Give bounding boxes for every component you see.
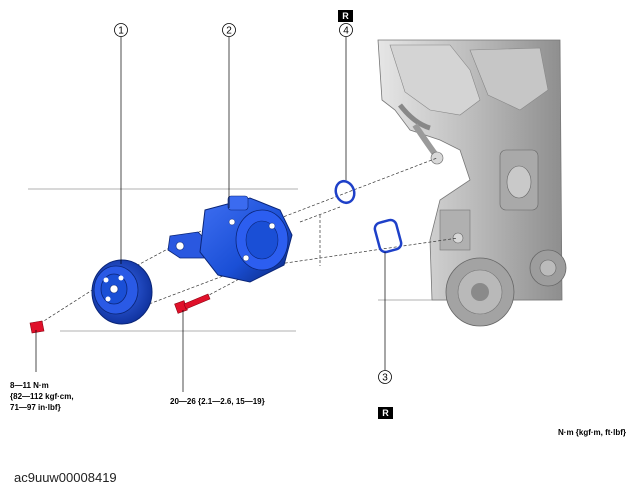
pulley-bolt-icon xyxy=(29,320,45,334)
gasket-icon xyxy=(373,218,403,254)
callout-3: 3 xyxy=(378,370,392,384)
pulley-bolt-torque-line3: 71—97 in·lbf} xyxy=(10,403,61,412)
power-steering-pump-icon xyxy=(167,195,293,283)
figure-id: ac9uuw00008419 xyxy=(14,470,117,485)
callout-1: 1 xyxy=(114,23,128,37)
callout-2: 2 xyxy=(222,23,236,37)
svg-text:2: 2 xyxy=(226,26,232,37)
pulley-bolt-torque-line2: {82—112 kgf·cm, xyxy=(10,392,74,401)
replace-badge-top: R xyxy=(338,10,353,22)
leader-lines xyxy=(35,37,386,392)
pulley-bolt-torque-line1: 8—11 N·m xyxy=(10,381,49,390)
pump-bolt-torque: 20—26 {2.1—2.6, 15—19} xyxy=(170,397,265,406)
pump-bolt-icon xyxy=(174,293,211,314)
svg-text:3: 3 xyxy=(382,373,388,384)
replace-badge-bottom: R xyxy=(378,407,393,419)
pulley-bolt-torque: 8—11 N·m {82—112 kgf·cm, 71—97 in·lbf} xyxy=(10,380,74,413)
o-ring-icon xyxy=(334,179,356,205)
engine-block-icon xyxy=(377,39,567,327)
callout-4: 4 xyxy=(339,23,353,37)
svg-text:1: 1 xyxy=(118,26,124,37)
unit-legend: N·m {kgf·m, ft·lbf} xyxy=(558,428,626,437)
svg-text:4: 4 xyxy=(343,26,349,37)
pulley-icon xyxy=(91,259,153,325)
